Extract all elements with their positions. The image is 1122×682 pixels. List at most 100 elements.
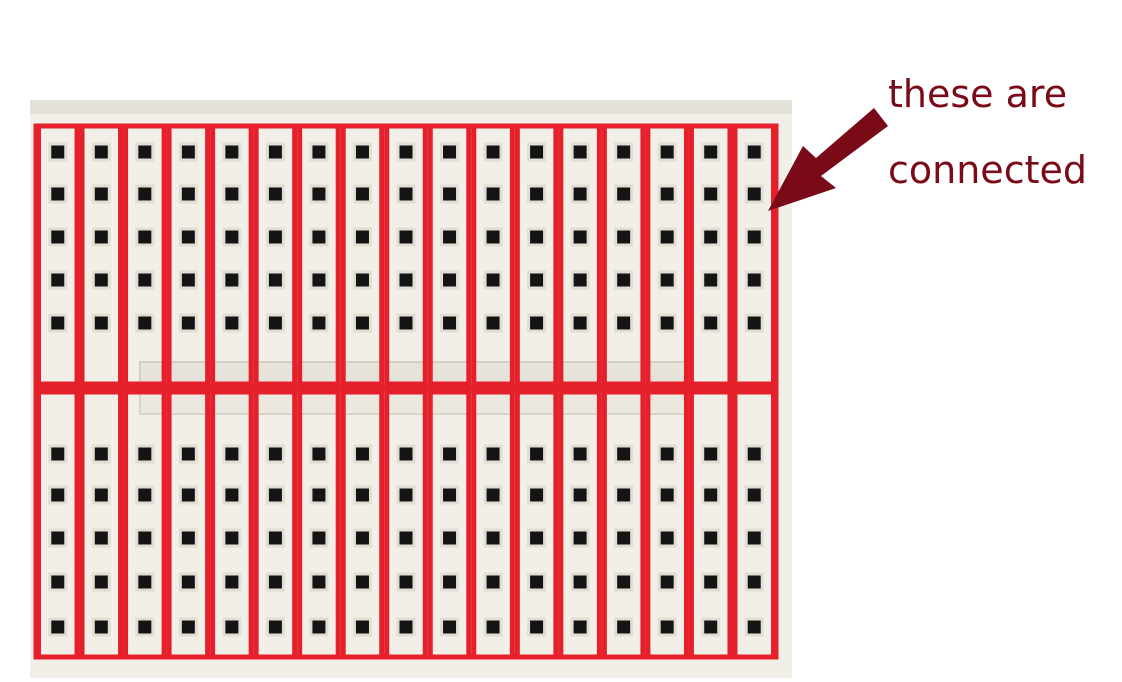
breadboard-hole-top-c4-r5: [181, 316, 195, 330]
breadboard-hole-bottom-c3-r3: [138, 531, 152, 545]
breadboard-hole-top-c5-r1: [225, 145, 239, 159]
breadboard-hole-top-c1-r1: [51, 145, 65, 159]
breadboard-hole-bottom-c6-r3: [268, 531, 282, 545]
breadboard-hole-top-c7-r4: [312, 273, 326, 287]
breadboard-hole-top-c9-r5: [399, 316, 413, 330]
breadboard-hole-top-c10-r5: [443, 316, 457, 330]
breadboard-hole-bottom-c16-r3: [704, 531, 718, 545]
breadboard-hole-bottom-c6-r1: [268, 447, 282, 461]
breadboard-hole-bottom-c11-r5: [486, 620, 500, 634]
breadboard-hole-bottom-c12-r1: [530, 447, 544, 461]
breadboard-hole-top-c14-r4: [617, 273, 631, 287]
breadboard-hole-top-c15-r4: [660, 273, 674, 287]
breadboard-hole-bottom-c17-r4: [747, 575, 761, 589]
breadboard-hole-bottom-c15-r1: [660, 447, 674, 461]
breadboard-hole-top-c3-r3: [138, 230, 152, 244]
breadboard-hole-top-c12-r5: [530, 316, 544, 330]
breadboard-hole-top-c11-r1: [486, 145, 500, 159]
breadboard-hole-bottom-c10-r4: [443, 575, 457, 589]
breadboard-hole-bottom-c17-r5: [747, 620, 761, 634]
breadboard-hole-bottom-c11-r3: [486, 531, 500, 545]
breadboard-hole-bottom-c11-r4: [486, 575, 500, 589]
breadboard-hole-bottom-c14-r3: [617, 531, 631, 545]
breadboard-hole-bottom-c6-r4: [268, 575, 282, 589]
breadboard-hole-top-c8-r1: [355, 145, 369, 159]
breadboard-hole-bottom-c7-r4: [312, 575, 326, 589]
breadboard-hole-top-c4-r2: [181, 187, 195, 201]
breadboard-hole-bottom-c2-r1: [94, 447, 108, 461]
breadboard-hole-top-c2-r3: [94, 230, 108, 244]
breadboard-hole-bottom-c7-r1: [312, 447, 326, 461]
breadboard-hole-bottom-c9-r4: [399, 575, 413, 589]
breadboard-hole-top-c6-r2: [268, 187, 282, 201]
breadboard-hole-top-c11-r5: [486, 316, 500, 330]
breadboard-hole-top-c6-r1: [268, 145, 282, 159]
breadboard-hole-bottom-c3-r2: [138, 488, 152, 502]
arrow-icon: [768, 108, 888, 211]
breadboard-hole-top-c11-r3: [486, 230, 500, 244]
breadboard-hole-bottom-c16-r2: [704, 488, 718, 502]
breadboard-hole-top-c15-r3: [660, 230, 674, 244]
breadboard-hole-bottom-c10-r2: [443, 488, 457, 502]
breadboard-hole-top-c2-r5: [94, 316, 108, 330]
breadboard-hole-top-c8-r4: [355, 273, 369, 287]
breadboard-hole-bottom-c9-r2: [399, 488, 413, 502]
breadboard-hole-bottom-c7-r3: [312, 531, 326, 545]
breadboard-hole-bottom-c17-r2: [747, 488, 761, 502]
annotation-caption: these are connected: [888, 56, 1118, 208]
breadboard-hole-bottom-c9-r1: [399, 447, 413, 461]
breadboard-hole-top-c7-r3: [312, 230, 326, 244]
breadboard-hole-top-c15-r1: [660, 145, 674, 159]
breadboard-hole-bottom-c13-r3: [573, 531, 587, 545]
breadboard-hole-bottom-c7-r2: [312, 488, 326, 502]
breadboard-hole-top-c16-r5: [704, 316, 718, 330]
breadboard-hole-bottom-c17-r3: [747, 531, 761, 545]
breadboard-hole-top-c9-r3: [399, 230, 413, 244]
breadboard-hole-bottom-c7-r5: [312, 620, 326, 634]
breadboard-hole-top-c3-r5: [138, 316, 152, 330]
breadboard-hole-bottom-c12-r2: [530, 488, 544, 502]
breadboard-hole-top-c10-r2: [443, 187, 457, 201]
breadboard-hole-bottom-c15-r4: [660, 575, 674, 589]
breadboard-hole-top-c6-r3: [268, 230, 282, 244]
breadboard-hole-bottom-c6-r5: [268, 620, 282, 634]
board-top-edge: [30, 100, 792, 114]
breadboard-hole-top-c17-r2: [747, 187, 761, 201]
breadboard-hole-top-c1-r2: [51, 187, 65, 201]
breadboard-hole-top-c4-r1: [181, 145, 195, 159]
breadboard-hole-bottom-c13-r5: [573, 620, 587, 634]
breadboard-hole-top-c12-r3: [530, 230, 544, 244]
breadboard-hole-bottom-c15-r5: [660, 620, 674, 634]
breadboard-hole-top-c4-r4: [181, 273, 195, 287]
breadboard-hole-bottom-c8-r1: [355, 447, 369, 461]
breadboard-hole-top-c9-r1: [399, 145, 413, 159]
breadboard-hole-top-c15-r5: [660, 316, 674, 330]
breadboard-hole-top-c10-r3: [443, 230, 457, 244]
breadboard-hole-top-c12-r4: [530, 273, 544, 287]
breadboard-hole-top-c3-r4: [138, 273, 152, 287]
breadboard-hole-top-c6-r5: [268, 316, 282, 330]
breadboard-hole-bottom-c5-r3: [225, 531, 239, 545]
annotation-line-1: these are: [888, 72, 1068, 116]
breadboard-hole-top-c14-r3: [617, 230, 631, 244]
breadboard-hole-top-c10-r1: [443, 145, 457, 159]
breadboard-hole-bottom-c14-r1: [617, 447, 631, 461]
breadboard-hole-top-c12-r1: [530, 145, 544, 159]
breadboard-hole-bottom-c16-r5: [704, 620, 718, 634]
breadboard-hole-bottom-c9-r5: [399, 620, 413, 634]
breadboard-hole-top-c11-r4: [486, 273, 500, 287]
breadboard-hole-top-c17-r3: [747, 230, 761, 244]
breadboard-hole-bottom-c14-r4: [617, 575, 631, 589]
breadboard-hole-bottom-c2-r4: [94, 575, 108, 589]
breadboard-hole-top-c11-r2: [486, 187, 500, 201]
breadboard-hole-bottom-c5-r2: [225, 488, 239, 502]
breadboard-hole-top-c3-r1: [138, 145, 152, 159]
breadboard-hole-bottom-c8-r3: [355, 531, 369, 545]
breadboard-hole-bottom-c11-r2: [486, 488, 500, 502]
breadboard-hole-top-c5-r3: [225, 230, 239, 244]
breadboard-hole-top-c10-r4: [443, 273, 457, 287]
breadboard-hole-top-c13-r4: [573, 273, 587, 287]
breadboard-hole-bottom-c3-r5: [138, 620, 152, 634]
